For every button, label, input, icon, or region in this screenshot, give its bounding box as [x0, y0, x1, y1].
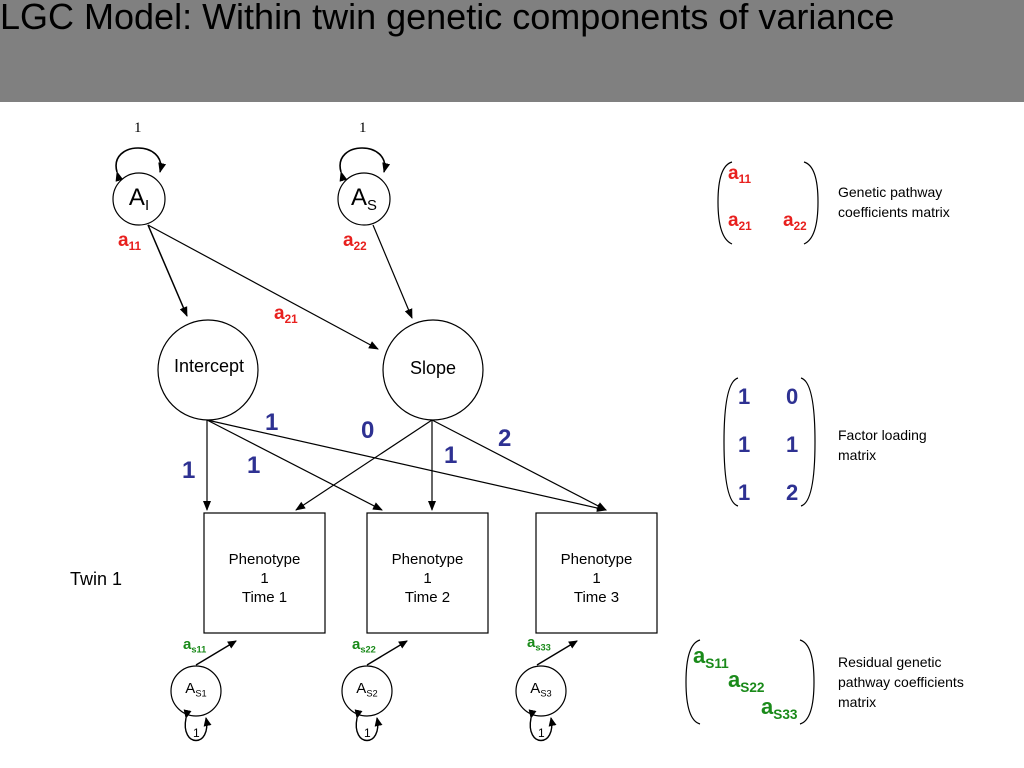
path-as22	[366, 640, 408, 666]
path-i-t2	[206, 419, 383, 511]
path-a11	[147, 224, 188, 317]
node-as-label: AS	[351, 184, 377, 215]
variance-label-as3: 1	[538, 726, 545, 740]
phenotype-box-3	[535, 512, 658, 634]
residual-matrix-as11: aS11	[693, 643, 729, 671]
loading-matrix-left-bracket	[723, 377, 739, 507]
phenotype-box-2	[366, 512, 489, 634]
loading-matrix-r2c2: 1	[786, 432, 799, 457]
residual-matrix-right-bracket	[799, 639, 815, 725]
loading-matrix-r3c2: 2	[786, 480, 799, 505]
loading-matrix-r1c2: 0	[786, 384, 799, 409]
path-label-as33: as33	[527, 634, 551, 653]
node-ai-label: AI	[128, 184, 150, 215]
header-bar: LGC Model: Within twin genetic component…	[0, 0, 1024, 102]
loading-matrix-right-bracket	[800, 377, 816, 507]
twin-label: Twin 1	[70, 569, 123, 589]
path-as11	[195, 640, 237, 666]
node-as3-label: AS3	[530, 680, 552, 699]
loading-label-i-t3: 1	[265, 409, 279, 436]
page-title: LGC Model: Within twin genetic component…	[0, 0, 895, 37]
loading-label-i-t2: 1	[247, 452, 261, 479]
variance-arrow-as3	[528, 709, 557, 742]
variance-label-as2: 1	[364, 726, 371, 740]
variance-arrow-as2	[354, 709, 383, 742]
path-as33	[536, 640, 578, 666]
residual-matrix-as22: aS22	[728, 667, 765, 695]
residual-matrix-as33: aS33	[761, 694, 798, 722]
loading-label-s-t2: 1	[444, 442, 458, 469]
loading-matrix-r1c1: 1	[738, 384, 751, 409]
loading-label-s-t3: 2	[498, 425, 512, 452]
loading-matrix-r3c1: 1	[738, 480, 751, 505]
path-label-a11: a11	[118, 230, 142, 254]
loading-label-i-t1: 1	[182, 457, 196, 484]
node-as-circle	[337, 172, 391, 226]
genetic-matrix-right-bracket	[803, 161, 819, 245]
path-s-t3	[431, 419, 607, 511]
path-i-t3	[206, 419, 607, 512]
path-label-a22: a22	[343, 230, 367, 254]
phenotype-box-1	[203, 512, 326, 634]
genetic-matrix-a11: a11	[728, 163, 752, 187]
loading-matrix-r2c1: 1	[738, 432, 751, 457]
node-as2-label: AS2	[356, 680, 378, 699]
variance-label-as: 1	[359, 120, 367, 136]
variance-arrow-as1	[183, 709, 212, 742]
path-s-t1	[295, 419, 433, 511]
residual-matrix-left-bracket	[685, 639, 701, 725]
node-intercept-label: Intercept	[173, 356, 245, 376]
genetic-matrix-a21: a21	[728, 210, 752, 234]
variance-label-as1: 1	[193, 726, 200, 740]
path-label-a21: a21	[274, 303, 298, 327]
node-slope-label: Slope	[409, 358, 457, 378]
variance-arrow-ai	[115, 147, 167, 182]
path-a22	[372, 224, 413, 319]
genetic-matrix-a22: a22	[783, 210, 807, 234]
variance-label-ai: 1	[134, 120, 142, 136]
loading-label-s-t1: 0	[361, 417, 375, 444]
path-label-as11: as11	[183, 636, 207, 655]
path-a21	[147, 224, 379, 350]
node-as1-label: AS1	[185, 680, 207, 699]
node-ai-circle	[112, 172, 166, 226]
variance-arrow-as	[339, 147, 391, 182]
path-label-as22: as22	[352, 636, 376, 655]
genetic-matrix-left-bracket	[717, 161, 733, 245]
